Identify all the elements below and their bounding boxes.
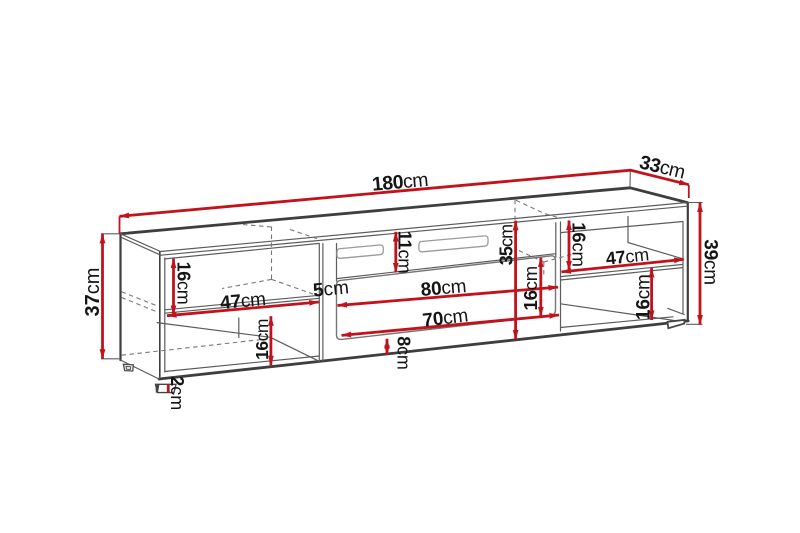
svg-text:37cm: 37cm xyxy=(82,268,104,317)
svg-text:16cm: 16cm xyxy=(634,274,655,320)
svg-text:70cm: 70cm xyxy=(421,305,469,331)
svg-text:39cm: 39cm xyxy=(699,239,720,285)
svg-text:16cm: 16cm xyxy=(569,222,590,266)
svg-text:16cm: 16cm xyxy=(173,262,193,305)
svg-text:11cm: 11cm xyxy=(394,231,415,274)
svg-text:35cm: 35cm xyxy=(496,225,516,265)
svg-text:2cm: 2cm xyxy=(167,376,187,410)
svg-text:180cm: 180cm xyxy=(371,169,429,196)
svg-text:5cm: 5cm xyxy=(312,277,350,301)
svg-text:16cm: 16cm xyxy=(520,266,541,310)
svg-text:33cm: 33cm xyxy=(637,151,687,183)
svg-text:47cm: 47cm xyxy=(605,244,650,268)
svg-text:16cm: 16cm xyxy=(252,319,272,360)
svg-text:47cm: 47cm xyxy=(219,289,266,314)
svg-text:8cm: 8cm xyxy=(394,336,414,369)
svg-text:80cm: 80cm xyxy=(420,276,467,301)
